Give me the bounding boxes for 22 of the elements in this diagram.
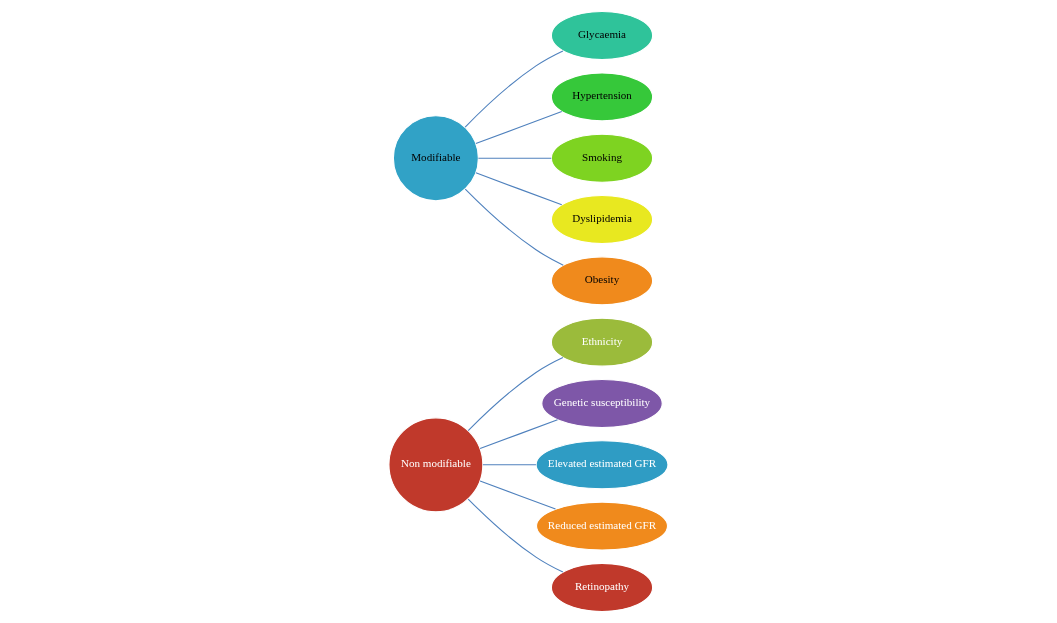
node-ellipse: Dyslipidemia — [550, 194, 654, 245]
node-ellipse: Smoking — [550, 133, 654, 183]
connector — [479, 419, 559, 450]
node-ellipse: Genetic susceptibility — [541, 378, 663, 429]
connector — [467, 356, 564, 432]
connector — [464, 50, 564, 128]
node-ellipse: Hypertension — [550, 72, 654, 122]
node-circle: Non modifiable — [388, 417, 484, 513]
node-ellipse: Obesity — [550, 256, 654, 306]
node-ellipse: Ethnicity — [550, 317, 654, 367]
connector — [467, 498, 564, 573]
connector — [479, 480, 557, 510]
node-ellipse: Reduced estimated GFR — [535, 501, 669, 551]
node-ellipse: Elevated estimated GFR — [535, 440, 669, 490]
node-ellipse: Glycaemia — [550, 11, 654, 61]
connector — [464, 188, 564, 266]
connector — [475, 172, 563, 206]
connector — [482, 464, 537, 466]
node-ellipse: Retinopathy — [550, 562, 654, 612]
connector — [477, 157, 552, 159]
node-circle: Modifiable — [392, 115, 479, 202]
connector — [475, 111, 563, 145]
